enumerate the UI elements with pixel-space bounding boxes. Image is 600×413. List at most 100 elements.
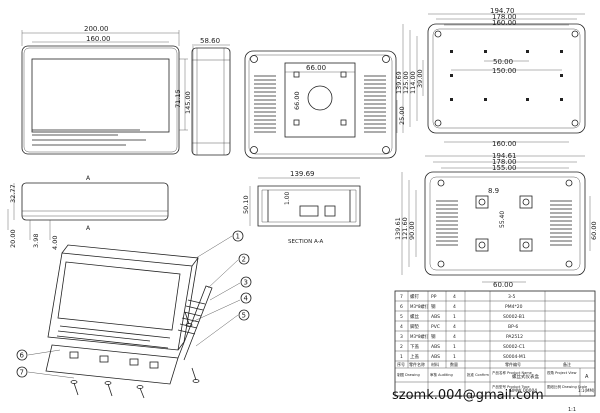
svg-text:3: 3 — [244, 279, 248, 287]
section-view: 139.69 50.10 1.00 SECTION A-A — [242, 170, 361, 245]
scale-mark: 1:1 — [568, 407, 576, 413]
boss-lower-right — [519, 238, 533, 252]
dim-front-height-outer: 145.00 — [184, 91, 192, 114]
dim-front-height-inner: 71.15 — [174, 89, 182, 108]
bom-table: 7 螺钉 PP 4 3-5 6 M3*8螺钉 钢 4 PM4*20 5 螺丝 A… — [394, 290, 596, 397]
dim-back-inner-w: 50.00 — [493, 58, 513, 66]
screw-icon — [191, 367, 200, 383]
svg-text:4: 4 — [453, 304, 456, 310]
side-view: 58.60 145.00 — [184, 37, 231, 156]
screw-icon — [184, 311, 193, 327]
dim-side-depth: 58.60 — [200, 37, 220, 45]
svg-text:PVC: PVC — [431, 324, 440, 330]
svg-text:S0002-B1: S0002-B1 — [503, 314, 525, 320]
screw-icon — [104, 381, 113, 397]
section-mark-left-bottom: A — [86, 225, 91, 232]
svg-text:3-5: 3-5 — [508, 294, 515, 300]
svg-text:材料: 材料 — [431, 361, 439, 367]
bom-row: 1 上盖 ABS 1 S0004-M1 — [400, 353, 526, 360]
svg-text:ABS: ABS — [431, 314, 440, 320]
bom-row: 7 螺钉 PP 4 3-5 — [400, 293, 515, 300]
bom-row: 2 下盖 ABS 1 S0002-C1 — [400, 343, 525, 350]
svg-text:产品型号 Product Type: 产品型号 Product Type — [492, 384, 530, 389]
svg-text:ABS: ABS — [431, 344, 440, 350]
svg-text:PA2512: PA2512 — [506, 334, 523, 340]
dim-bottom-h5: 55.40 — [499, 211, 506, 228]
svg-text:4: 4 — [400, 324, 403, 330]
dim-back-h3: 114.00 — [409, 71, 417, 94]
svg-text:5: 5 — [242, 312, 246, 320]
dim-bottom-w3: 155.00 — [492, 164, 517, 172]
dim-low-d1: 3.98 — [32, 234, 40, 248]
svg-text:PP: PP — [431, 294, 437, 300]
dim-back-h1: 139.69 — [395, 71, 403, 94]
svg-text:4: 4 — [453, 294, 456, 300]
dim-low-h1: 32.77 — [9, 184, 17, 203]
svg-text:7: 7 — [400, 294, 403, 300]
svg-text:下盖: 下盖 — [410, 343, 419, 350]
svg-text:S0002-C1: S0002-C1 — [503, 344, 525, 350]
bom-header: 序号 零件名称 材料 数量 零件编号 备注 — [397, 361, 571, 367]
svg-text:钢: 钢 — [431, 303, 436, 310]
callout-3: 3 — [240, 276, 252, 288]
dim-back-inner-w2: 150.00 — [492, 67, 517, 75]
screw-icon — [136, 385, 145, 399]
svg-text:1: 1 — [453, 314, 456, 320]
callout-1: 1 — [232, 230, 244, 242]
boss-lower-left — [475, 238, 489, 252]
callout-7: 7 — [16, 366, 28, 378]
top-right-vents — [364, 75, 386, 133]
svg-text:5: 5 — [400, 314, 403, 320]
section-title: SECTION A-A — [288, 239, 323, 245]
dim-back-w1: 194.70 — [490, 7, 515, 15]
svg-text:1:1(MM): 1:1(MM) — [578, 388, 595, 393]
bom-row: 5 螺丝 ABS 1 S0002-B1 — [400, 313, 525, 320]
dim-low-d2: 4.00 — [51, 236, 59, 250]
bottom-left-vents — [436, 200, 458, 246]
svg-text:螺丝式仪表盒: 螺丝式仪表盒 — [512, 373, 539, 380]
dim-back-w3: 160.00 — [492, 19, 517, 27]
contact-email: szomk.004@gmail.com — [392, 388, 544, 403]
dim-bottom-h3: 90.00 — [408, 221, 416, 240]
bottom-view: 194.61 178.00 155.00 8.9 60.00 139.61 12… — [394, 152, 598, 289]
svg-text:PM4*20: PM4*20 — [505, 304, 523, 310]
boss-upper-left — [475, 195, 489, 209]
dim-section-width: 139.69 — [290, 170, 315, 178]
svg-text:批准 Confirm: 批准 Confirm — [467, 372, 489, 377]
dim-bottom-w1: 194.61 — [492, 152, 517, 160]
dim-bottom-w4: 60.00 — [493, 281, 513, 289]
svg-text:3: 3 — [400, 334, 403, 340]
callout-5: 5 — [238, 309, 250, 321]
top-left-vents — [254, 75, 276, 133]
svg-text:备注: 备注 — [563, 361, 571, 367]
dim-back-h2: 125.00 — [402, 71, 410, 94]
dim-bottom-h4: 60.00 — [590, 221, 598, 240]
svg-text:6: 6 — [400, 304, 403, 310]
svg-text:ABS: ABS — [431, 354, 440, 360]
svg-text:1: 1 — [453, 344, 456, 350]
svg-text:制图 Drawing: 制图 Drawing — [397, 372, 420, 377]
title-block: 制图 Drawing 审核 Auditing 批准 Confirm 产品名称 P… — [397, 370, 595, 394]
svg-text:视角 Project View: 视角 Project View — [547, 370, 577, 375]
dim-section-thickness: 1.00 — [284, 191, 291, 205]
svg-text:4: 4 — [244, 295, 249, 303]
dim-front-width-outer: 200.00 — [84, 25, 109, 33]
dim-back-bottom-w: 160.00 — [492, 140, 517, 148]
svg-text:零件编号: 零件编号 — [505, 361, 521, 367]
svg-text:2: 2 — [400, 344, 403, 350]
dim-low-h2: 20.00 — [9, 229, 17, 248]
svg-text:4: 4 — [453, 324, 456, 330]
dim-top-view-width: 66.00 — [306, 64, 326, 72]
bom-row: 4 脚垫 PVC 4 BP-6 — [400, 323, 518, 330]
bom-row: 3 M3*8螺钉 钢 4 PA2512 — [400, 333, 523, 340]
screw-icon — [70, 380, 79, 396]
top-view: 66.00 66.00 — [244, 50, 397, 159]
svg-text:产品名称 Product Name: 产品名称 Product Name — [492, 370, 532, 375]
boss-upper-right — [519, 195, 533, 209]
dim-bottom-h2: 121.60 — [401, 217, 409, 240]
dim-back-h5: 25.00 — [398, 106, 406, 125]
svg-text:数量: 数量 — [450, 361, 458, 367]
svg-text:螺丝: 螺丝 — [410, 313, 419, 320]
svg-text:1: 1 — [236, 233, 240, 241]
